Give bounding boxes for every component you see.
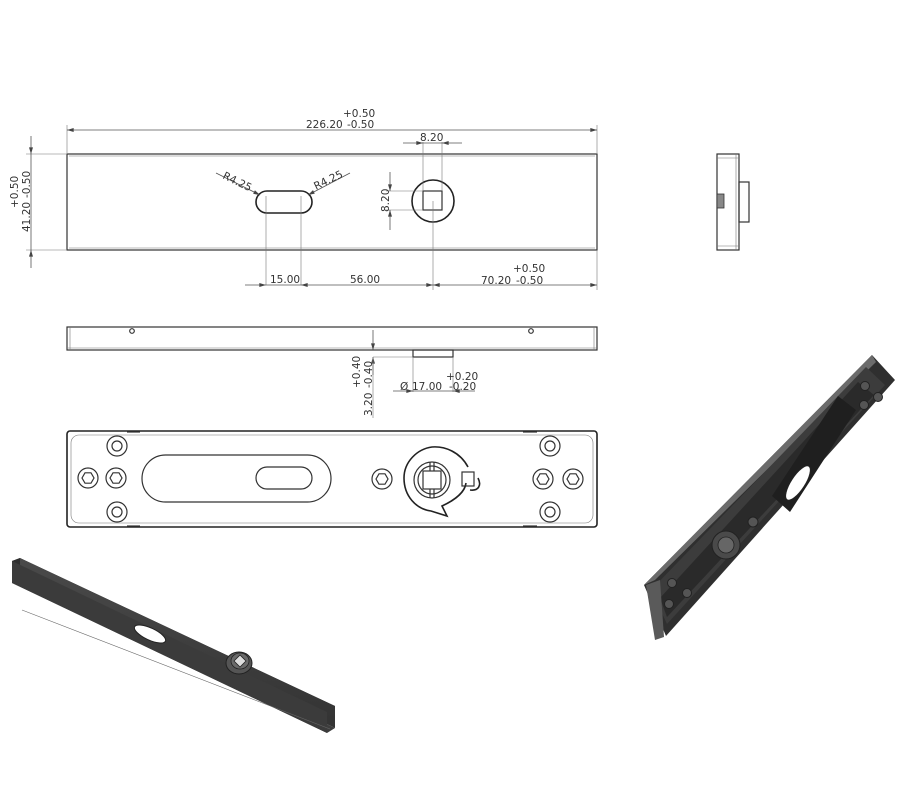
square-to-end-lower-tol: -0.50 — [516, 275, 543, 287]
hub-diameter-symbol: Ø — [400, 381, 408, 393]
hub-height-upper-tol: +0.40 — [351, 356, 363, 388]
radius-right-label: R4.25 — [312, 168, 345, 192]
overall-length-upper-tol: +0.50 — [343, 108, 375, 120]
screw-group-right — [532, 435, 584, 523]
hub-height-lower-tol: -0.40 — [363, 361, 375, 388]
slot — [255, 190, 313, 214]
isometric-bottom-render — [644, 355, 895, 640]
screw-group-left — [77, 435, 128, 523]
isometric-top-render — [12, 558, 335, 733]
hub-diameter-lower-tol: -0.20 — [449, 381, 476, 393]
hub-diameter-nominal: 17.00 — [412, 381, 442, 393]
overall-length-lower-tol: -0.50 — [347, 119, 374, 131]
square-drive — [422, 190, 443, 211]
overall-height-lower-tol: -0.50 — [21, 171, 33, 198]
side-view — [716, 153, 750, 251]
slot-length-label: 15.00 — [270, 274, 300, 286]
square-width-label: 8.20 — [420, 132, 443, 144]
top-view: +0.40 3.20 -0.40 +0.20 Ø 17.00 -0.20 — [66, 326, 598, 418]
overall-length-nominal: 226.20 — [306, 119, 343, 131]
overall-height-nominal: 41.20 — [21, 202, 33, 232]
overall-height-upper-tol: +0.50 — [9, 176, 21, 208]
cam-mechanism — [403, 446, 481, 518]
slot-to-square-label: 56.00 — [350, 274, 380, 286]
front-view: +0.50 226.20 -0.50 +0.50 41.20 -0.50 R4.… — [9, 108, 598, 290]
bottom-view — [66, 430, 598, 528]
hub-diameter-upper-tol: +0.20 — [446, 371, 478, 383]
square-to-end-nominal: 70.20 — [481, 275, 511, 287]
square-height-label: 8.20 — [380, 189, 392, 212]
square-to-end-upper-tol: +0.50 — [513, 263, 545, 275]
hub-height-nominal: 3.20 — [363, 393, 375, 416]
radius-left-label: R4.25 — [221, 170, 254, 194]
